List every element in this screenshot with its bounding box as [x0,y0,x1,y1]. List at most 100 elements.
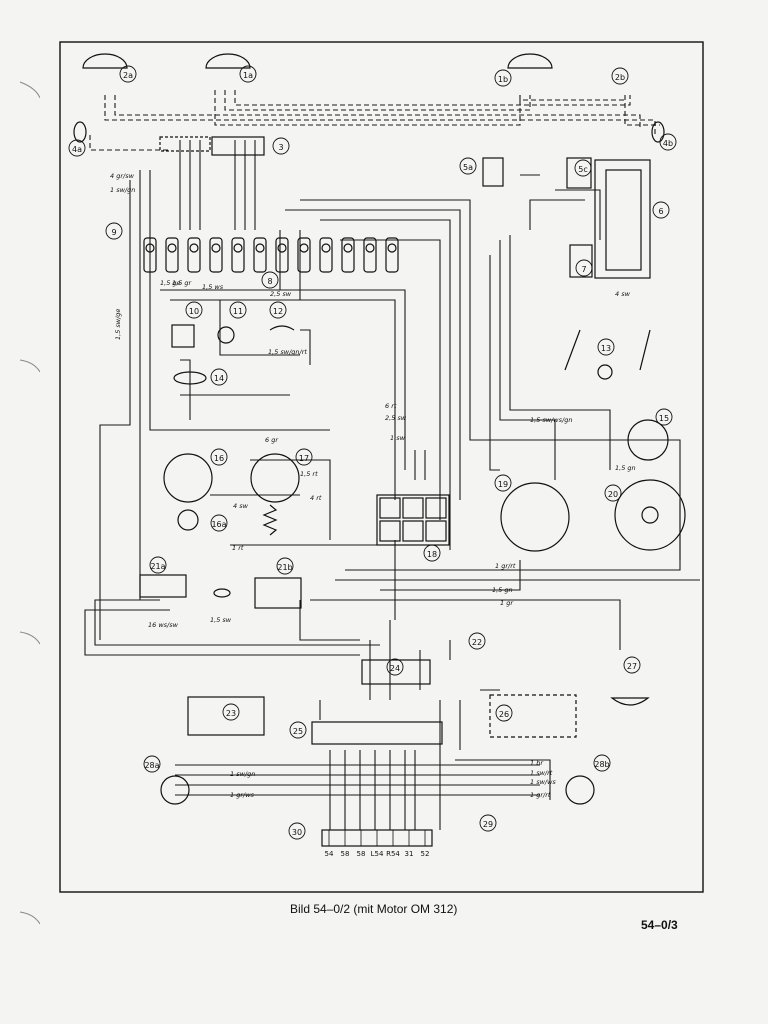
wire [555,189,601,240]
tail-lamp-icon [160,775,190,805]
glow-relay-icon [139,574,187,598]
fuse-contact-icon [167,243,177,253]
wire [250,459,331,540]
component-marker [423,544,441,562]
component-marker [597,338,615,356]
gauge-icon [163,453,213,503]
component-label: 25 [293,727,303,736]
component-marker [655,408,673,426]
component-marker [149,556,167,574]
connector-block-icon [311,721,443,745]
component-marker [239,65,257,83]
light-switch-icon [627,419,669,461]
indicator-lamp-icon [379,497,401,519]
fuse-contact-icon [343,243,353,253]
warning-light-panel-icon [376,494,450,546]
battery-icon [187,696,265,736]
wire-label: 6 rt [385,402,397,410]
wiper-arm-icon [639,329,651,371]
binder-hole-marks [19,81,40,925]
connector-icon [569,244,593,278]
wire-label: 1 gr/ws [230,791,255,799]
component-label: 22 [472,638,482,647]
wire [94,599,380,646]
wire-label: 4 gr/sw [110,172,135,180]
fuse-contact-icon [299,243,309,253]
component-label: 1a [243,71,253,80]
component-marker [261,271,279,289]
indicator-lamp-icon [379,520,401,542]
component-marker [185,301,203,319]
wire-label: 1 gr/rt [530,791,551,799]
component-marker [386,658,404,676]
terminal-number: 58 [357,850,366,858]
lamp-icon [507,53,553,69]
relay-icon [482,157,504,187]
wire-label: 1,5 gr [172,279,193,287]
fuse-icon [253,237,267,273]
component-marker [229,301,247,319]
wire [84,609,360,656]
wire-label: 1,5 ge [160,279,181,287]
relay-icon [566,157,592,189]
fuse-contact-icon [321,243,331,253]
component-label: 4a [72,145,82,154]
wire-label: 1,5 sw/gn/rt [268,348,307,356]
fuse-icon [209,237,223,273]
indicator-lamp-icon [402,497,424,519]
fuse-contact-icon [255,243,265,253]
horn-icon [610,697,650,706]
wire-label: 1 gr [500,599,514,607]
component-marker [468,632,486,650]
wire [285,209,461,500]
component-label: 20 [608,490,618,499]
fuse-icon [319,237,333,273]
junction-box-icon [361,659,431,685]
terminal-number: 54 [325,850,334,858]
component-marker [119,65,137,83]
wire-label: 4 sw [233,502,249,510]
wire [160,289,406,470]
component-label: 19 [498,480,508,489]
dashed-wire [89,135,170,151]
component-label: 8 [267,277,272,286]
component-label: 21a [150,562,165,571]
component-marker [574,159,592,177]
terminal-number: 52 [421,850,430,858]
dashed-wire [234,90,631,106]
wire-label: 1 sw/rt [530,769,553,777]
component-label: 7 [581,265,586,274]
component-label: 28b [594,760,609,769]
component-marker [105,222,123,240]
component-marker [222,703,240,721]
component-symbols [73,53,686,847]
regulator-inner-icon [605,169,642,271]
wiper-arm-icon [564,329,581,371]
key-icon [213,588,231,598]
component-label: 5c [578,165,588,174]
wire-label: 1,5 sw [210,616,232,624]
wire [310,599,621,650]
wire [180,359,191,420]
fuse-icon [231,237,245,273]
fuse-icon [385,237,399,273]
side-lamp-icon [651,121,665,143]
component-label: 23 [226,709,236,718]
connector-block [159,136,211,152]
component-marker [269,301,287,319]
speedometer-icon [500,482,570,552]
component-label: 24 [390,664,400,673]
combination-switch-icon [614,479,686,551]
dashed-wire [224,90,531,111]
wire [170,299,396,500]
wire-label: 4 sw [615,290,631,298]
indicator-lamp-icon [425,520,447,542]
fuse-icon [363,237,377,273]
wire [299,600,360,641]
fuse-contact-icon [365,243,375,253]
component-marker [659,133,677,151]
